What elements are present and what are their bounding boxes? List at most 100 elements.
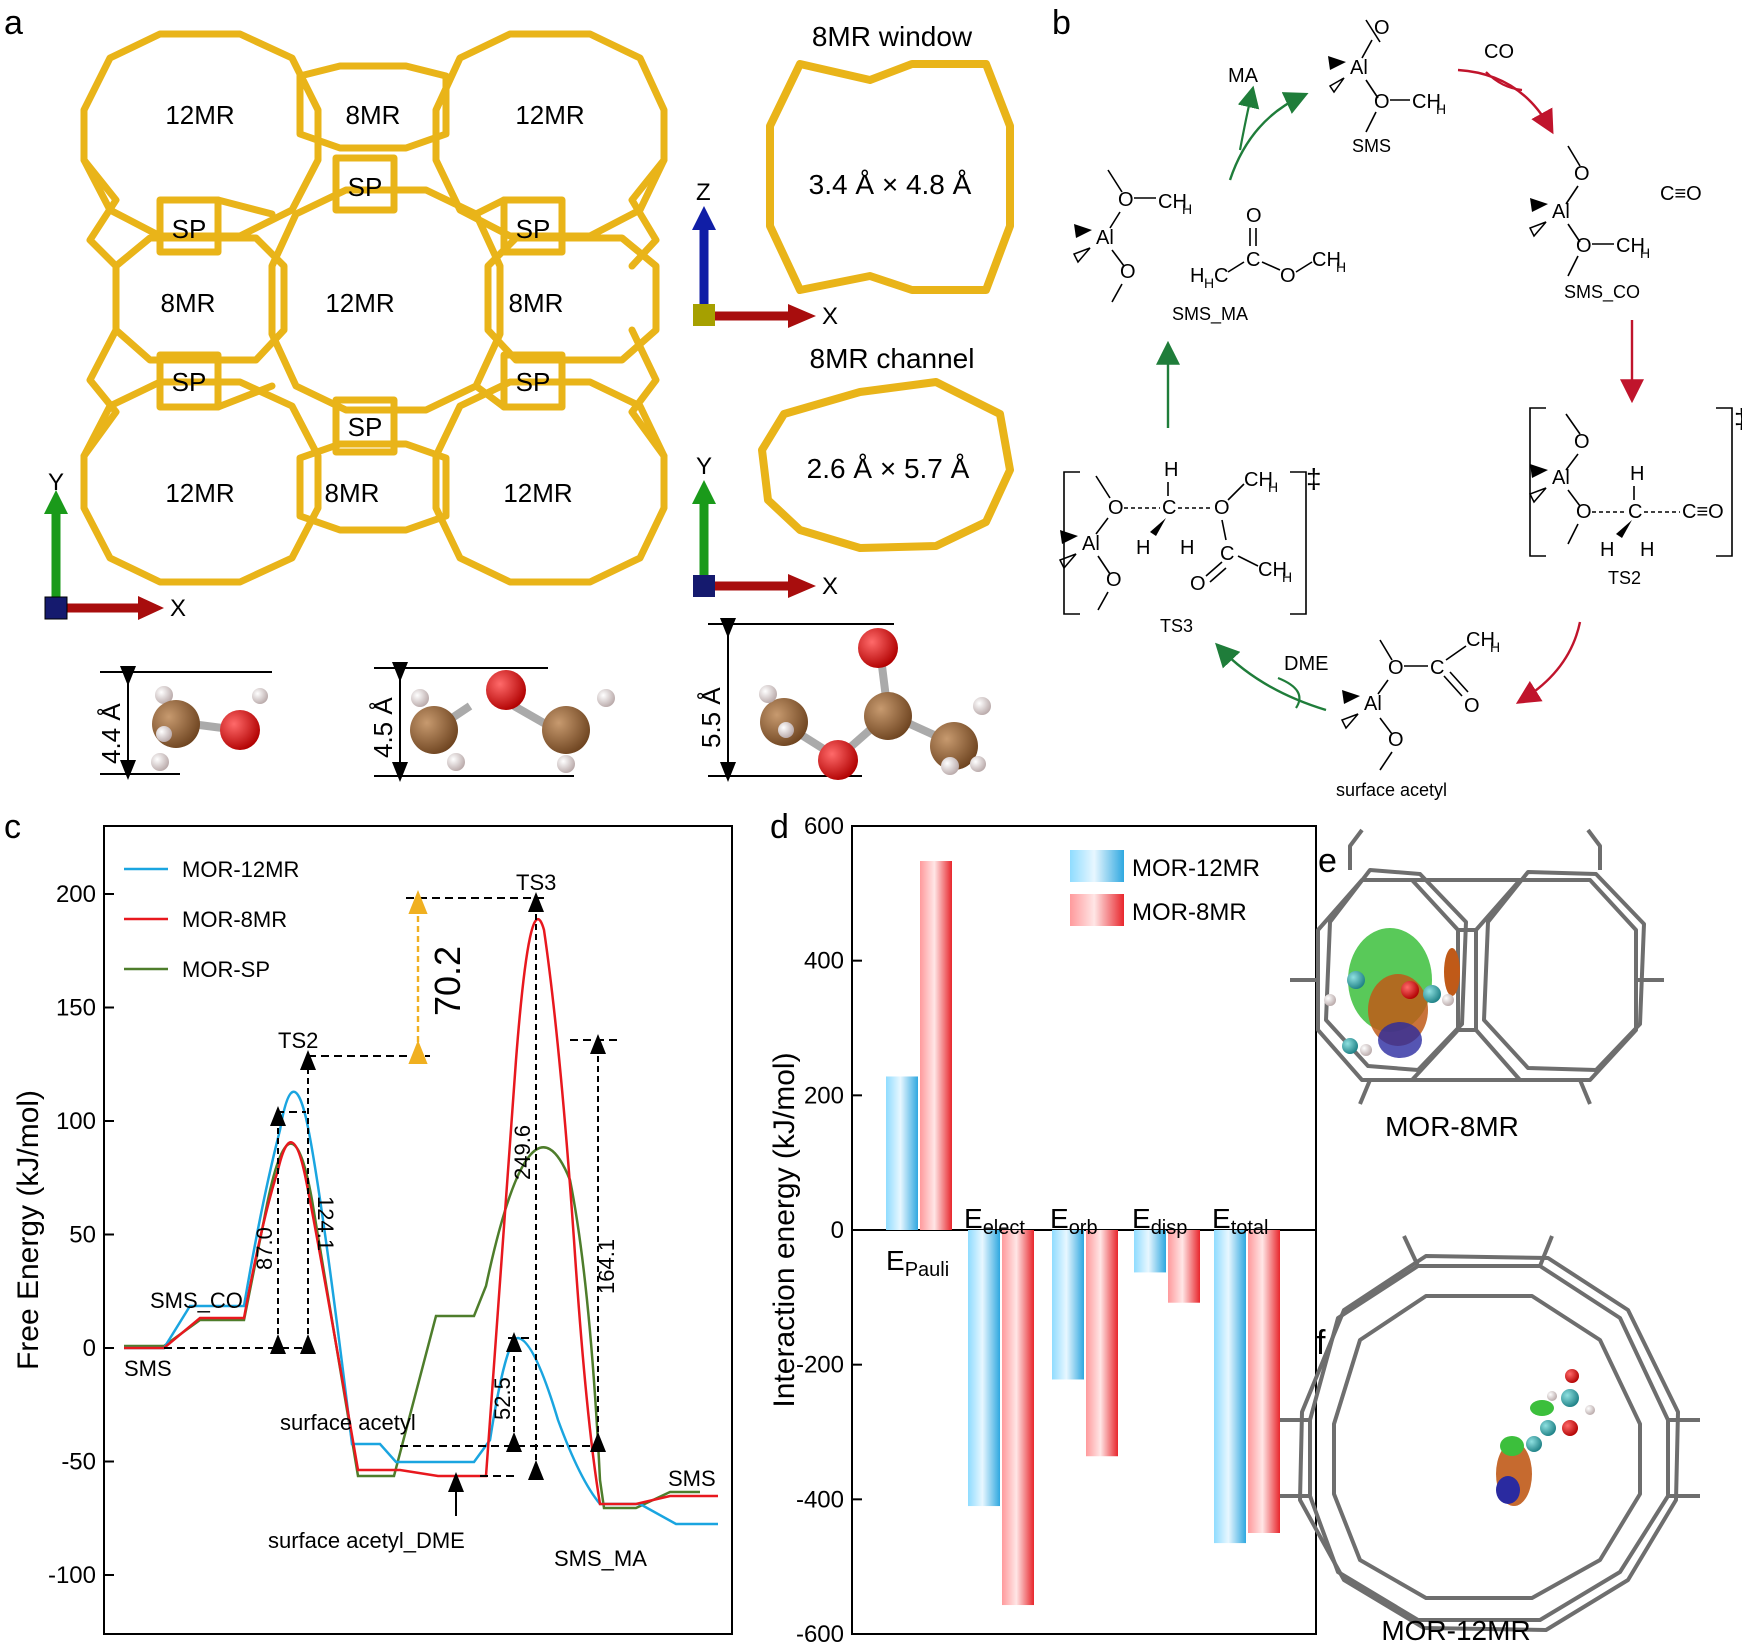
species-sms-ma: O CH H Al O O C H H C O CH H SMS_MA bbox=[1072, 169, 1346, 325]
species-label-surface-acetyl: surface acetyl bbox=[1336, 780, 1447, 800]
axis-label-z: Z bbox=[696, 179, 711, 206]
category-label-sub: orb bbox=[1069, 1217, 1098, 1239]
arrow-co-in bbox=[1485, 71, 1523, 92]
ring-label: 8MR bbox=[509, 288, 564, 318]
ring-12mr-bottom-left bbox=[80, 378, 322, 586]
transition-state-dagger: ‡ bbox=[1734, 403, 1742, 434]
y-tick-label: 200 bbox=[804, 1082, 844, 1109]
molecule-methanol: 4.4 Å bbox=[96, 666, 272, 780]
group-ch3: CH bbox=[1244, 469, 1273, 491]
adsorbate-8mr bbox=[1324, 928, 1460, 1058]
window-title: 8MR window bbox=[812, 21, 973, 52]
atom-o: O bbox=[1464, 695, 1480, 717]
species-label-sms-co: SMS_CO bbox=[1564, 282, 1640, 303]
reagent-co: CO bbox=[1484, 41, 1514, 63]
subscript-3: H bbox=[1336, 259, 1346, 275]
interaction-energy-chart: Interaction energy (kJ/mol) -600-400-200… bbox=[768, 813, 1317, 1648]
mor-12mr-structure: MOR-12MR bbox=[1280, 1235, 1700, 1646]
ring-12mr-top-left bbox=[80, 30, 322, 240]
y-tick-label: 0 bbox=[831, 1217, 844, 1244]
category-label: Eorb bbox=[1050, 1203, 1098, 1239]
arrow-co-addition bbox=[1457, 68, 1554, 135]
ring-sp-6 bbox=[332, 396, 398, 456]
atom-o: O bbox=[1388, 657, 1404, 679]
molecule-co: C≡O bbox=[1682, 501, 1724, 523]
mor-framework-drawing bbox=[80, 30, 668, 586]
bar-mor-12mr-eelect bbox=[968, 1230, 1000, 1507]
molecule-methyl-acetate: 5.5 Å bbox=[696, 618, 991, 782]
y-tick-label: -200 bbox=[796, 1352, 844, 1379]
group-ch3: CH bbox=[1158, 191, 1187, 213]
ring-label: SP bbox=[516, 214, 551, 244]
species-sms-co: O Al O CH H SMS_CO C≡O bbox=[1528, 145, 1702, 303]
y-axis-label: Free Energy (kJ/mol) bbox=[12, 1090, 45, 1370]
panel-label-a: a bbox=[4, 4, 23, 42]
structure-title-8mr: MOR-8MR bbox=[1385, 1111, 1519, 1142]
ring-label: 12MR bbox=[165, 100, 234, 130]
bar-mor-8mr-eorb bbox=[1086, 1230, 1118, 1457]
category-label-sub: elect bbox=[983, 1217, 1026, 1239]
axis-label-y: Y bbox=[696, 453, 712, 480]
category-label-main: E bbox=[1050, 1203, 1069, 1234]
ring-sp-3 bbox=[500, 196, 566, 256]
atom-h: H bbox=[1600, 539, 1614, 561]
ring-8mr-top bbox=[296, 62, 450, 152]
ring-sp-1 bbox=[332, 154, 398, 214]
ring-8mr-left bbox=[112, 234, 288, 364]
transition-state-dagger: ‡ bbox=[1306, 463, 1322, 494]
species-ts2: ‡ O Al O C H C≡O H H TS2 bbox=[1528, 403, 1742, 588]
group-ch3: CH bbox=[1466, 629, 1495, 651]
ring-label: SP bbox=[172, 367, 207, 397]
molecule-dme: 4.5 Å bbox=[368, 662, 615, 782]
panel-label-d: d bbox=[770, 808, 789, 846]
atom-o: O bbox=[1108, 497, 1124, 519]
axis-label-x: X bbox=[170, 595, 186, 622]
height-label: 4.4 Å bbox=[96, 703, 126, 764]
ring-label: SP bbox=[348, 412, 383, 442]
channel-size: 2.6 Å × 5.7 Å bbox=[807, 453, 970, 484]
channel-8mr: 8MR channel 2.6 Å × 5.7 Å bbox=[758, 343, 1014, 552]
height-label: 5.5 Å bbox=[696, 687, 726, 748]
category-label-sub: Pauli bbox=[905, 1259, 949, 1281]
subscript-3: H bbox=[1436, 101, 1446, 117]
atom-h: H bbox=[1630, 463, 1644, 485]
ring-labels: 12MR 8MR 12MR SP SP SP 8MR 12MR 8MR SP S… bbox=[161, 100, 585, 508]
bar-mor-12mr-eorb bbox=[1052, 1230, 1084, 1380]
annotation-70: 70.2 bbox=[427, 946, 468, 1016]
species-label-sms-ma: SMS_MA bbox=[1172, 304, 1248, 325]
annotation-87: 87.0 bbox=[252, 1227, 277, 1270]
atom-o: O bbox=[1374, 91, 1390, 113]
subscript-3: H bbox=[1182, 201, 1192, 217]
arrow-to-ts3 bbox=[1215, 642, 1327, 712]
atom-o: O bbox=[1120, 261, 1136, 283]
atom-h: H bbox=[1164, 459, 1178, 481]
category-label-main: E bbox=[886, 1245, 905, 1276]
subscript-3: H bbox=[1640, 245, 1650, 261]
product-ma: MA bbox=[1228, 65, 1259, 87]
ring-label: SP bbox=[348, 172, 383, 202]
plot-frame bbox=[103, 825, 733, 1635]
atom-h: H bbox=[1640, 539, 1654, 561]
atom-o: O bbox=[1576, 235, 1592, 257]
channel-title: 8MR channel bbox=[810, 343, 975, 374]
bar-mor-12mr-edisp bbox=[1134, 1230, 1166, 1273]
atom-al: Al bbox=[1096, 227, 1114, 249]
category-label-main: E bbox=[1132, 1203, 1151, 1234]
group-ch3: CH bbox=[1412, 91, 1441, 113]
atom-o: O bbox=[1574, 163, 1590, 185]
axis-triad-yx: Y X bbox=[692, 453, 838, 600]
y-axis-label: Interaction energy (kJ/mol) bbox=[768, 1052, 801, 1407]
axis-label-x: X bbox=[822, 573, 838, 600]
axis-triad-zx: Z X bbox=[692, 179, 838, 330]
group-h3c: H bbox=[1190, 265, 1204, 287]
axis-triad-framework: Y X bbox=[44, 469, 186, 622]
delta-arrows bbox=[270, 892, 606, 1480]
atom-o: O bbox=[1388, 729, 1404, 751]
state-labels: SMS SMS_CO TS2 TS3 surface acetyl surfac… bbox=[124, 870, 716, 1571]
y-tick-label: 50 bbox=[69, 1222, 96, 1249]
category-label-sub: disp bbox=[1151, 1217, 1188, 1239]
